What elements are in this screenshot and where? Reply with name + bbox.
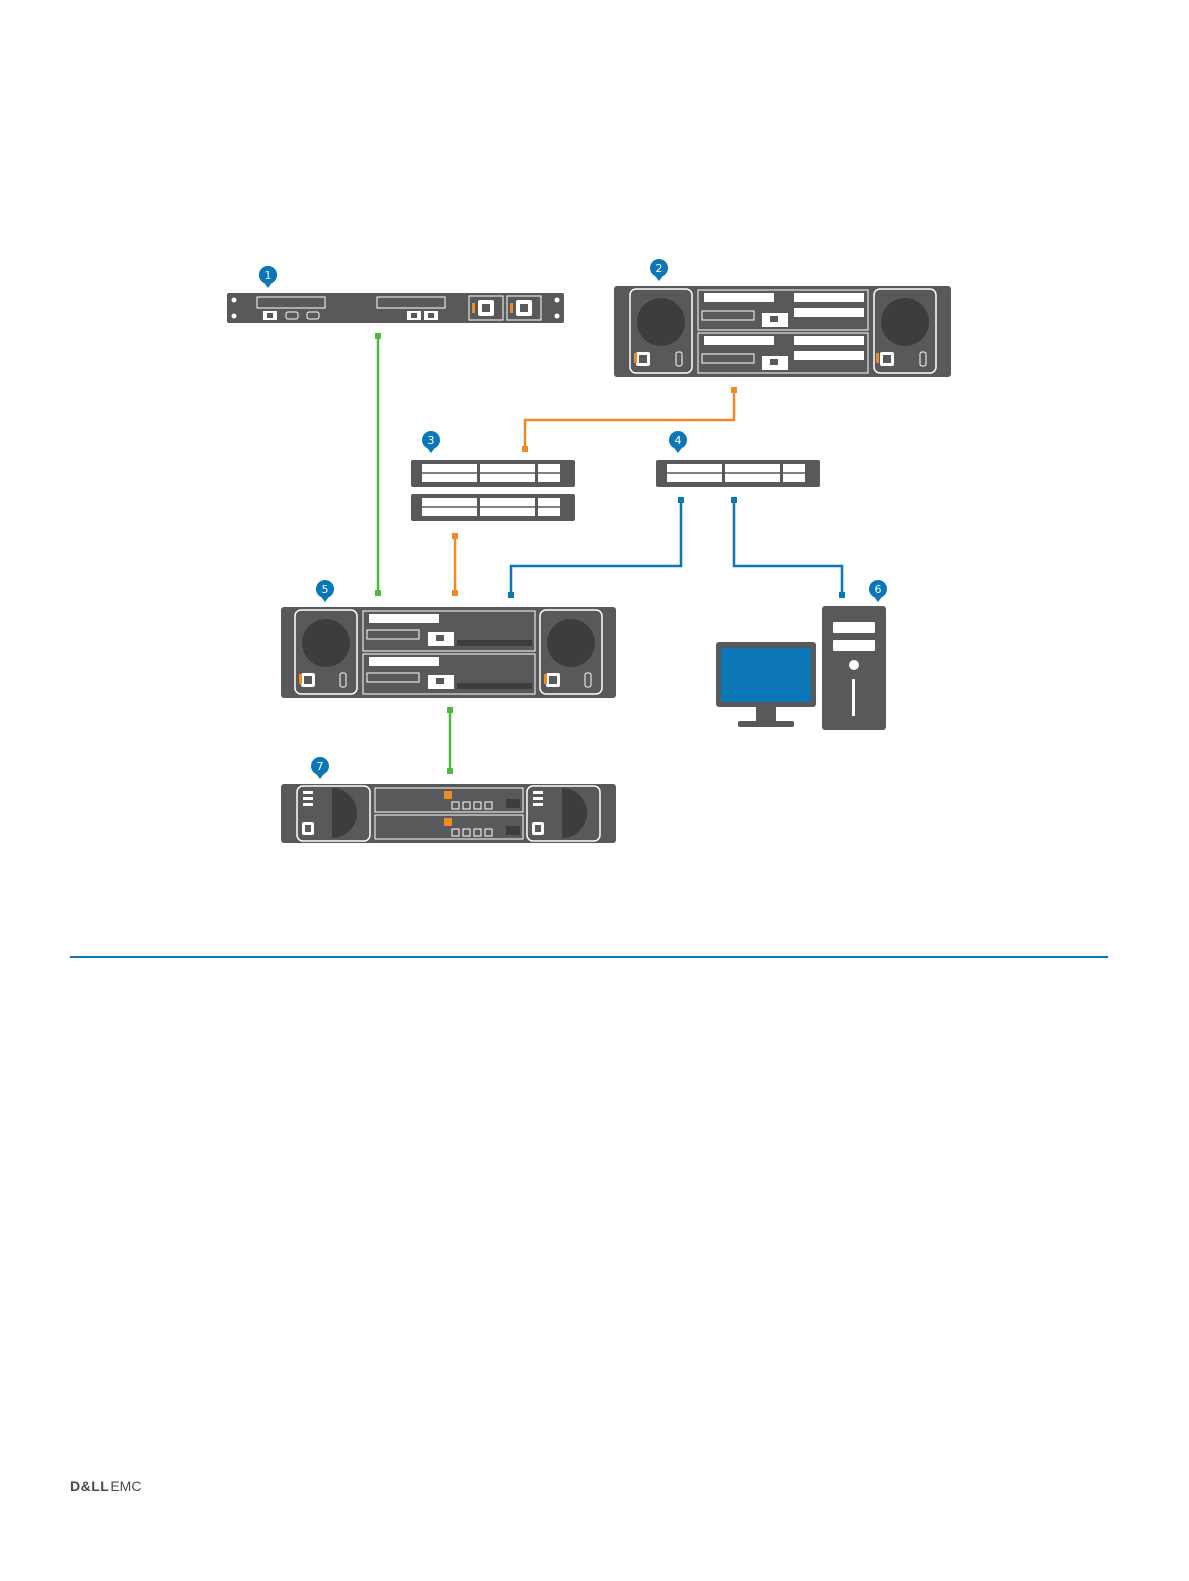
cable-end [839, 592, 845, 598]
callout-label: 1 [265, 269, 272, 282]
cable-end [447, 707, 453, 713]
device-3-switch-stack [411, 460, 575, 521]
cable-end [731, 497, 737, 503]
network-diagram: 1 2 3 4 5 6 7 [0, 0, 1189, 900]
logo-dell: D&LL [70, 1478, 109, 1494]
callout-label: 6 [875, 583, 882, 596]
cable-end [731, 387, 737, 393]
device-5-storage-array [281, 607, 616, 698]
cable-end [508, 592, 514, 598]
device-7-enclosure [281, 784, 616, 843]
dell-emc-logo: D&LL EMC [70, 1476, 141, 1496]
device-1-appliance [227, 293, 564, 323]
cable-end [447, 768, 453, 774]
callout-badge: 5 [316, 580, 334, 602]
device-6-workstation [716, 606, 886, 730]
callout-label: 7 [317, 760, 324, 773]
callout-badge: 4 [669, 431, 687, 453]
section-divider [70, 956, 1108, 958]
cable-end [522, 446, 528, 452]
callout-badge: 2 [650, 259, 668, 281]
cable-end [452, 533, 458, 539]
callout-label: 3 [428, 434, 435, 447]
cable-orange-2-3 [525, 390, 734, 448]
device-2-controller [614, 286, 951, 377]
callout-badge: 7 [311, 757, 329, 779]
cable-blue-4-6 [734, 500, 842, 594]
callout-label: 2 [656, 262, 663, 275]
cable-end [375, 333, 381, 339]
callout-label: 5 [322, 583, 329, 596]
cable-end [375, 590, 381, 596]
callout-badge: 3 [422, 431, 440, 453]
cable-end [678, 497, 684, 503]
callout-badge: 1 [259, 266, 277, 288]
callout-label: 4 [675, 434, 682, 447]
device-4-switch [656, 460, 820, 487]
callout-badge: 6 [869, 580, 887, 602]
logo-emc: EMC [110, 1478, 141, 1494]
cable-end [452, 590, 458, 596]
